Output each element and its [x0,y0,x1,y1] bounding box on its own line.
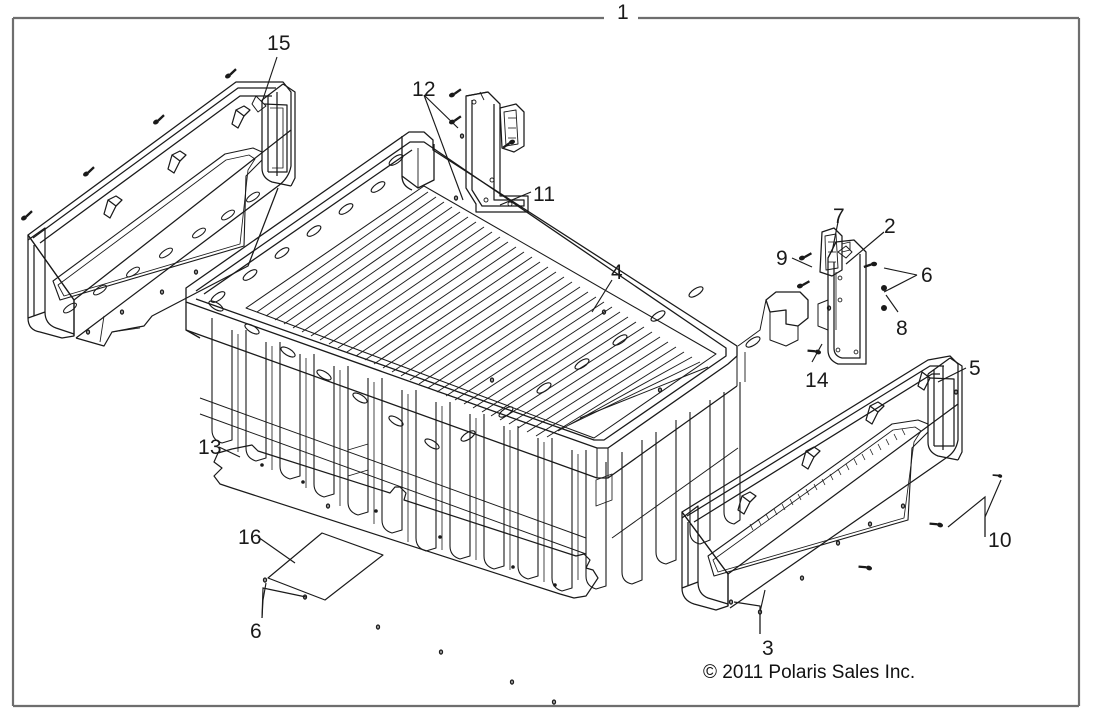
callout-6-lower: 6 [250,620,262,643]
callout-14: 14 [805,369,829,392]
callout-7: 7 [833,205,845,228]
right-side-panel-part-5 [681,355,963,611]
callout-11: 11 [533,183,556,206]
callout-9: 9 [776,247,788,270]
copyright-notice: © 2011 Polaris Sales Inc. [703,662,916,683]
right-upright-bracket-part-2 [817,227,867,365]
left-side-panel-part-15 [27,81,296,347]
left-upright-bracket-part-11 [465,91,529,213]
callout-10: 10 [988,529,1012,552]
callout-3: 3 [762,637,774,660]
floor-mat-part-13 [213,444,599,599]
fastener-cluster-left [19,68,239,336]
callout-1: 1 [610,2,636,23]
callout-5: 5 [969,357,981,380]
leader-lines [218,56,1002,634]
callout-16: 16 [238,526,262,549]
callout-13: 13 [198,436,222,459]
callout-8: 8 [896,317,908,340]
fasteners-part-12 [447,88,517,202]
callout-12: 12 [412,78,436,101]
callout-15: 15 [267,32,291,55]
diagram-frame [11,16,1081,708]
small-panel-part-16 [267,532,384,601]
callout-6-upper: 6 [921,264,933,287]
callout-4: 4 [611,261,623,284]
cargo-box-bed-part-4 [185,131,809,592]
callout-2: 2 [884,215,896,238]
